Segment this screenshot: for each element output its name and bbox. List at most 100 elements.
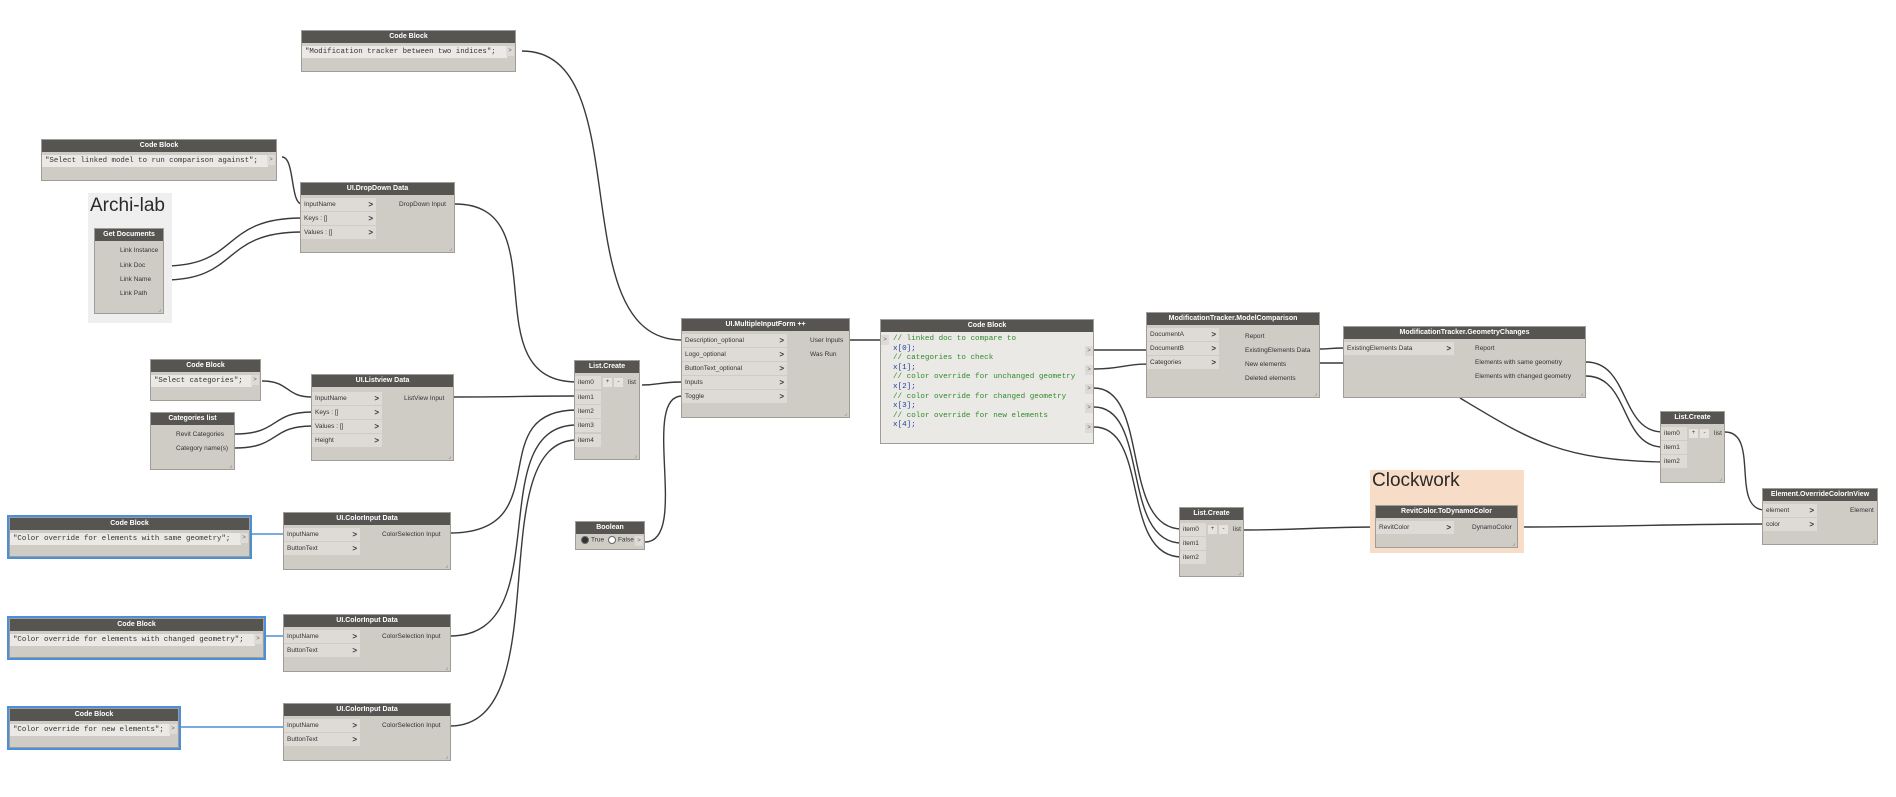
- wire[interactable]: [449, 424, 578, 637]
- output-port[interactable]: >: [1085, 346, 1093, 356]
- code-text[interactable]: "Color override for new elements";: [10, 724, 170, 736]
- output-port[interactable]: Category name(s): [176, 445, 229, 452]
- output-port[interactable]: ExistingElements Data: [1245, 347, 1311, 354]
- wire[interactable]: [1093, 387, 1183, 530]
- code-text[interactable]: "Select linked model to run comparison a…: [42, 155, 268, 167]
- input-port[interactable]: ButtonText>: [284, 542, 360, 555]
- input-port[interactable]: item4: [575, 434, 601, 447]
- wire[interactable]: [234, 411, 313, 435]
- code-text[interactable]: "Color override for elements with change…: [10, 634, 255, 646]
- wire[interactable]: [1093, 363, 1150, 370]
- resize-grip[interactable]: ⌟: [1238, 570, 1241, 576]
- input-port[interactable]: ButtonText_optional>: [682, 362, 787, 375]
- remove-input-button[interactable]: -: [1219, 525, 1228, 534]
- radio-false[interactable]: [607, 536, 616, 544]
- output-port[interactable]: Report: [1245, 333, 1265, 340]
- boolean-toggle[interactable]: True False: [579, 536, 634, 544]
- wire[interactable]: [1516, 523, 1766, 528]
- output-port[interactable]: Link Name: [120, 276, 152, 283]
- resize-grip[interactable]: ⌟: [1719, 476, 1722, 482]
- multiple-input-form-node[interactable]: UI.MultipleInputForm ++ Description_opti…: [681, 318, 850, 418]
- code-text[interactable]: "Select categories";: [151, 375, 252, 387]
- list-create-node[interactable]: List.Create item0 item1 item2 + - list ⌟: [1660, 411, 1725, 483]
- code-block-node[interactable]: Code Block "Color override for elements …: [9, 618, 264, 658]
- output-port[interactable]: >: [169, 724, 177, 734]
- wire[interactable]: [1585, 375, 1664, 448]
- wire[interactable]: [1242, 526, 1379, 531]
- input-port[interactable]: item2: [1661, 455, 1687, 468]
- code-block-node[interactable]: Code Block > // linked doc to compare to…: [880, 319, 1094, 444]
- resize-grip[interactable]: ⌟: [844, 411, 847, 417]
- output-port[interactable]: list: [628, 379, 636, 386]
- resize-grip[interactable]: ⌟: [448, 454, 451, 460]
- input-port[interactable]: RevitColor>: [1376, 521, 1454, 534]
- output-port[interactable]: New elements: [1245, 361, 1287, 368]
- code-block-node[interactable]: Code Block "Color override for new eleme…: [9, 708, 179, 748]
- input-port[interactable]: item0: [1180, 523, 1206, 536]
- output-port[interactable]: Elements with same geometry: [1475, 359, 1563, 366]
- output-port[interactable]: ColorSelection Input: [382, 633, 441, 640]
- boolean-node[interactable]: Boolean True False >: [575, 521, 645, 550]
- output-port[interactable]: Revit Categories: [176, 431, 225, 438]
- wire[interactable]: [644, 395, 683, 543]
- add-input-button[interactable]: +: [1208, 525, 1217, 534]
- remove-input-button[interactable]: -: [614, 378, 623, 387]
- input-port[interactable]: >: [881, 335, 889, 345]
- model-comparison-node[interactable]: ModificationTracker.ModelComparison Docu…: [1146, 312, 1320, 398]
- output-port[interactable]: >: [254, 634, 262, 644]
- resize-grip[interactable]: ⌟: [634, 453, 637, 459]
- wire[interactable]: [449, 409, 578, 534]
- wire[interactable]: [1093, 426, 1183, 558]
- categories-list-node[interactable]: Categories list Revit Categories Categor…: [150, 412, 235, 470]
- input-port[interactable]: InputName>: [284, 630, 360, 643]
- output-port[interactable]: >: [240, 533, 248, 543]
- wire[interactable]: [1585, 361, 1664, 433]
- output-port[interactable]: ColorSelection Input: [382, 722, 441, 729]
- color-input-data-node[interactable]: UI.ColorInput Data InputName> ButtonText…: [283, 512, 451, 570]
- code-block-node[interactable]: Code Block "Modification tracker between…: [301, 30, 516, 72]
- input-port[interactable]: Categories>: [1147, 356, 1219, 369]
- output-port[interactable]: >: [1085, 403, 1093, 413]
- resize-grip[interactable]: ⌟: [1872, 538, 1875, 544]
- input-port[interactable]: item3: [575, 419, 601, 432]
- input-port[interactable]: Values : []>: [301, 226, 376, 239]
- wire[interactable]: [281, 156, 303, 205]
- input-port[interactable]: Inputs>: [682, 376, 787, 389]
- wire[interactable]: [641, 381, 683, 386]
- output-port[interactable]: >: [506, 46, 514, 56]
- resize-grip[interactable]: ⌟: [449, 246, 452, 252]
- output-port[interactable]: DynamoColor: [1472, 524, 1512, 531]
- input-port[interactable]: item1: [575, 391, 601, 404]
- output-port[interactable]: >: [1085, 384, 1093, 394]
- wire[interactable]: [1459, 397, 1664, 463]
- override-color-node[interactable]: Element.OverrideColorInView element> col…: [1762, 488, 1878, 545]
- input-port[interactable]: InputName>: [312, 392, 382, 405]
- output-port[interactable]: Link Path: [120, 290, 148, 297]
- input-port[interactable]: item0: [575, 376, 601, 389]
- wire[interactable]: [1093, 406, 1183, 544]
- get-documents-node[interactable]: Get Documents Link Instance Link Doc Lin…: [94, 228, 164, 314]
- output-port[interactable]: list: [1714, 430, 1722, 437]
- output-port[interactable]: list: [1233, 526, 1241, 533]
- input-port[interactable]: ButtonText>: [284, 733, 360, 746]
- output-port[interactable]: Deleted elements: [1245, 375, 1296, 382]
- wire[interactable]: [454, 203, 578, 383]
- output-port[interactable]: ListView Input: [404, 395, 445, 402]
- radio-true[interactable]: [581, 536, 589, 544]
- input-port[interactable]: Values : []>: [312, 420, 382, 433]
- code-block-node[interactable]: Code Block "Color override for elements …: [9, 517, 250, 557]
- code-text[interactable]: "Modification tracker between two indice…: [302, 46, 507, 58]
- resize-grip[interactable]: ⌟: [229, 463, 232, 469]
- wire[interactable]: [1724, 431, 1766, 511]
- input-port[interactable]: ButtonText>: [284, 644, 360, 657]
- output-port[interactable]: >: [267, 155, 275, 165]
- output-port[interactable]: >: [1085, 423, 1093, 433]
- output-port[interactable]: >: [251, 375, 259, 385]
- wire[interactable]: [1319, 347, 1346, 350]
- code-block-node[interactable]: Code Block "Select linked model to run c…: [41, 139, 277, 181]
- resize-grip[interactable]: ⌟: [1314, 391, 1317, 397]
- resize-grip[interactable]: ⌟: [1512, 541, 1515, 547]
- output-port[interactable]: DropDown Input: [399, 201, 446, 208]
- input-port[interactable]: Toggle>: [682, 390, 787, 403]
